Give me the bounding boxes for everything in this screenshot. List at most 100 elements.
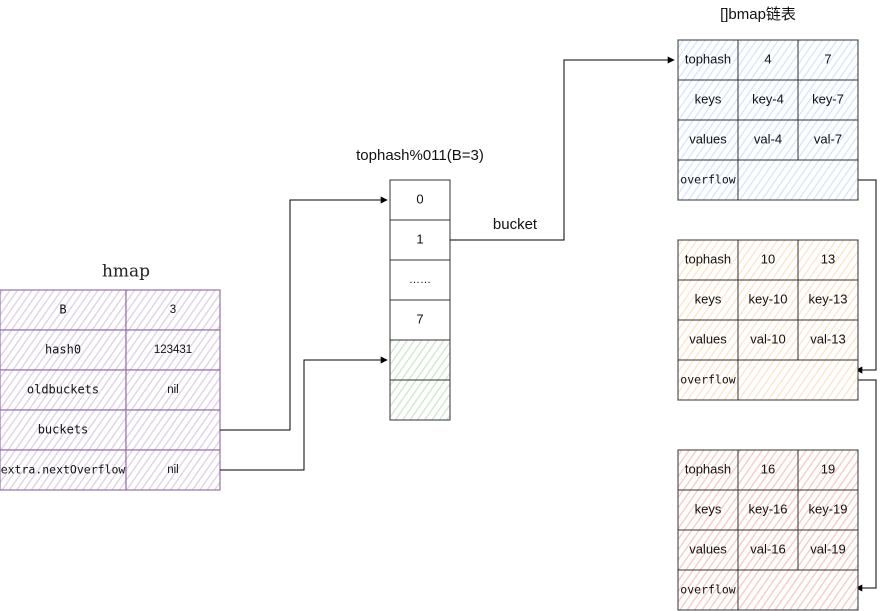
bmap-value-label: key-4 <box>752 91 784 106</box>
bmap-label-cell <box>677 449 739 491</box>
bmap-value-label: 16 <box>761 461 775 476</box>
bucket-cell-box <box>389 379 451 421</box>
edge-buckets-to-array <box>220 196 388 431</box>
bmap-row-label: values <box>689 541 727 556</box>
bmap-value-label: key-10 <box>748 291 787 306</box>
edge-overflow-2-to-3 <box>855 379 877 592</box>
hmap-field-cell <box>0 369 127 411</box>
bucket-array-cell: 7 <box>389 299 451 341</box>
hmap-field-label: hash0 <box>45 343 81 357</box>
hmap-value-cell <box>125 289 221 331</box>
bmap-label-cell <box>677 319 739 361</box>
hmap-row: hash0 123431 <box>0 329 221 371</box>
bmap-value-cell <box>737 529 799 571</box>
bmap-value-label: 10 <box>761 251 775 266</box>
bmap-row-label: keys <box>695 91 722 106</box>
bmap-chain: []bmap链表 tophash 4 7 keys key-4 key-7 values va… <box>677 6 859 611</box>
bmap-overflow-pointer-cell <box>737 159 859 201</box>
bucket-cell-label: 1 <box>416 231 423 246</box>
bmap-row-label: values <box>689 331 727 346</box>
bmap-value-cell <box>737 119 799 161</box>
connectors: bucket <box>220 56 877 592</box>
bmap-label-cell <box>677 79 739 121</box>
bmap-value-label: 19 <box>821 461 835 476</box>
bmap-value-cell <box>797 279 859 321</box>
bucket-array-overflow-cell <box>389 379 451 421</box>
bucket-array-cell: …… <box>389 259 451 301</box>
hmap-value-label: nil <box>167 464 179 476</box>
bmap-value-cell <box>797 119 859 161</box>
bmap-value-label: 7 <box>824 51 831 66</box>
edge-nextoverflow-to-overflow <box>220 356 388 471</box>
bmap-value-cell <box>797 79 859 121</box>
bmap-value-label: val-13 <box>810 331 845 346</box>
bmap-row-label: tophash <box>685 461 731 476</box>
bmap-chain-title: []bmap链表 <box>720 6 796 23</box>
bmap-row-label: overflow <box>680 583 735 597</box>
hmap-value-label: 123431 <box>154 344 192 356</box>
hmap-field-cell <box>0 329 127 371</box>
bmap-value-label: val-4 <box>754 131 782 146</box>
bmap-value-label: 4 <box>764 51 771 66</box>
bmap-value-cell <box>737 39 799 81</box>
bmap-value-label: key-16 <box>748 501 787 516</box>
hmap-field-label: buckets <box>38 423 89 437</box>
bmap-value-label: val-10 <box>750 331 785 346</box>
bmap-value-label: key-7 <box>812 91 844 106</box>
bmap-value-cell <box>737 449 799 491</box>
bmap-label-cell <box>677 279 739 321</box>
bmap-value-cell <box>797 489 859 531</box>
bmap-value-cell <box>737 489 799 531</box>
bmap-value-cell <box>797 239 859 281</box>
hmap-row: extra.nextOverflow nil <box>0 449 221 491</box>
hmap-value-label: nil <box>167 384 179 396</box>
bmap-row-label: overflow <box>680 373 735 387</box>
hmap-value-label: 3 <box>170 304 176 316</box>
bucket-array: tophash%011(B=3) 01……7 <box>356 147 484 421</box>
hmap-value-cell <box>125 409 221 451</box>
hmap-field-label: B <box>59 303 66 317</box>
bucket-cell-box <box>389 179 451 221</box>
hmap-row: buckets <box>0 409 221 451</box>
bmap-label-cell <box>677 159 739 201</box>
bmap-value-label: val-16 <box>750 541 785 556</box>
hmap-field-cell <box>0 449 127 491</box>
bucket-cell-label: 0 <box>416 191 423 206</box>
bmap-value-cell <box>797 39 859 81</box>
hmap-title: hmap <box>102 262 150 282</box>
bucket-cell-label: …… <box>409 274 431 286</box>
bmap-label-cell <box>677 119 739 161</box>
bmap-row-label: tophash <box>685 251 731 266</box>
bmap-row-label: overflow <box>680 173 735 187</box>
bmap-value-cell <box>797 529 859 571</box>
bucket-cell-box <box>389 299 451 341</box>
edge-bucket-to-bmap <box>450 56 675 241</box>
hmap-row: oldbuckets nil <box>0 369 221 411</box>
edge-overflow-1-to-2 <box>855 179 877 374</box>
bucket-array-cell: 1 <box>389 219 451 261</box>
bucket-cell-label: 7 <box>416 311 423 326</box>
bmap-overflow-pointer-cell <box>737 569 859 611</box>
bmap-row-label: keys <box>695 501 722 516</box>
bmap-value-label: val-7 <box>814 131 842 146</box>
bmap-row-label: keys <box>695 291 722 306</box>
bmap-value-label: key-13 <box>808 291 847 306</box>
hmap-field-label: extra.nextOverflow <box>1 463 126 477</box>
bmap-value-cell <box>737 239 799 281</box>
bucket-array-cell: 0 <box>389 179 451 221</box>
bmap-value-label: val-19 <box>810 541 845 556</box>
bmap-overflow-pointer-cell <box>737 359 859 401</box>
hmap-field-label: oldbuckets <box>27 383 99 397</box>
bmap-value-cell <box>737 79 799 121</box>
bucket-array-overflow-cell <box>389 339 451 381</box>
edge-label-bucket: bucket <box>493 216 538 233</box>
bucket-cell-box <box>389 259 451 301</box>
bmap-value-cell <box>737 279 799 321</box>
bmap-label-cell <box>677 569 739 611</box>
